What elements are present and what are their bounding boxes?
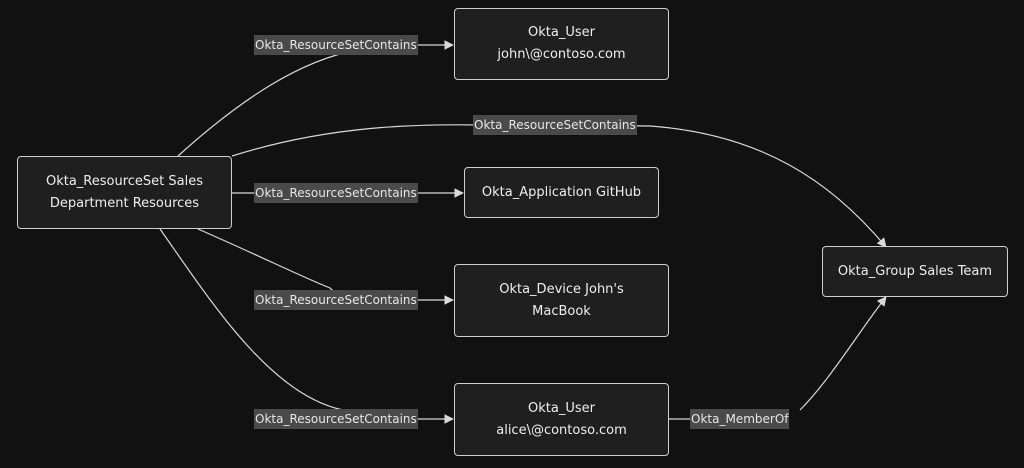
node-label: Okta_User alice\@contoso.com [496,400,627,438]
edge-label-device-john: Okta_ResourceSetContains [254,290,418,310]
node-user-alice[interactable]: Okta_User alice\@contoso.com [454,383,669,456]
node-group-sales[interactable]: Okta_Group Sales Team [822,246,1008,297]
edge-label-application-github: Okta_ResourceSetContains [254,183,418,203]
edge-label-user-john: Okta_ResourceSetContains [254,35,418,55]
node-label: Okta_User john\@contoso.com [497,25,626,62]
node-label: Okta_Application GitHub [481,184,642,200]
node-user-john[interactable]: Okta_User john\@contoso.com [454,8,669,80]
edge-resourceset-to-user-john [177,40,454,157]
edge-resourceset-to-device-john [197,228,454,305]
node-label: Okta_Device John's MacBook [499,281,624,319]
edge-resourceset-to-group-sales [231,124,887,248]
node-label: Okta_ResourceSet Sales Department Resour… [45,173,204,211]
edge-alice-to-group-sales [669,297,886,420]
node-resourceset-sales[interactable]: Okta_ResourceSet Sales Department Resour… [17,156,232,229]
edge-label-member-of: Okta_MemberOf [690,409,790,429]
edge-label-user-alice: Okta_ResourceSetContains [254,409,418,429]
node-application-github[interactable]: Okta_Application GitHub [464,167,659,218]
edge-resourceset-to-user-alice [159,228,454,424]
node-device-john[interactable]: Okta_Device John's MacBook [454,264,669,337]
node-label: Okta_Group Sales Team [837,263,993,279]
edge-label-group-sales: Okta_ResourceSetContains [473,115,637,135]
